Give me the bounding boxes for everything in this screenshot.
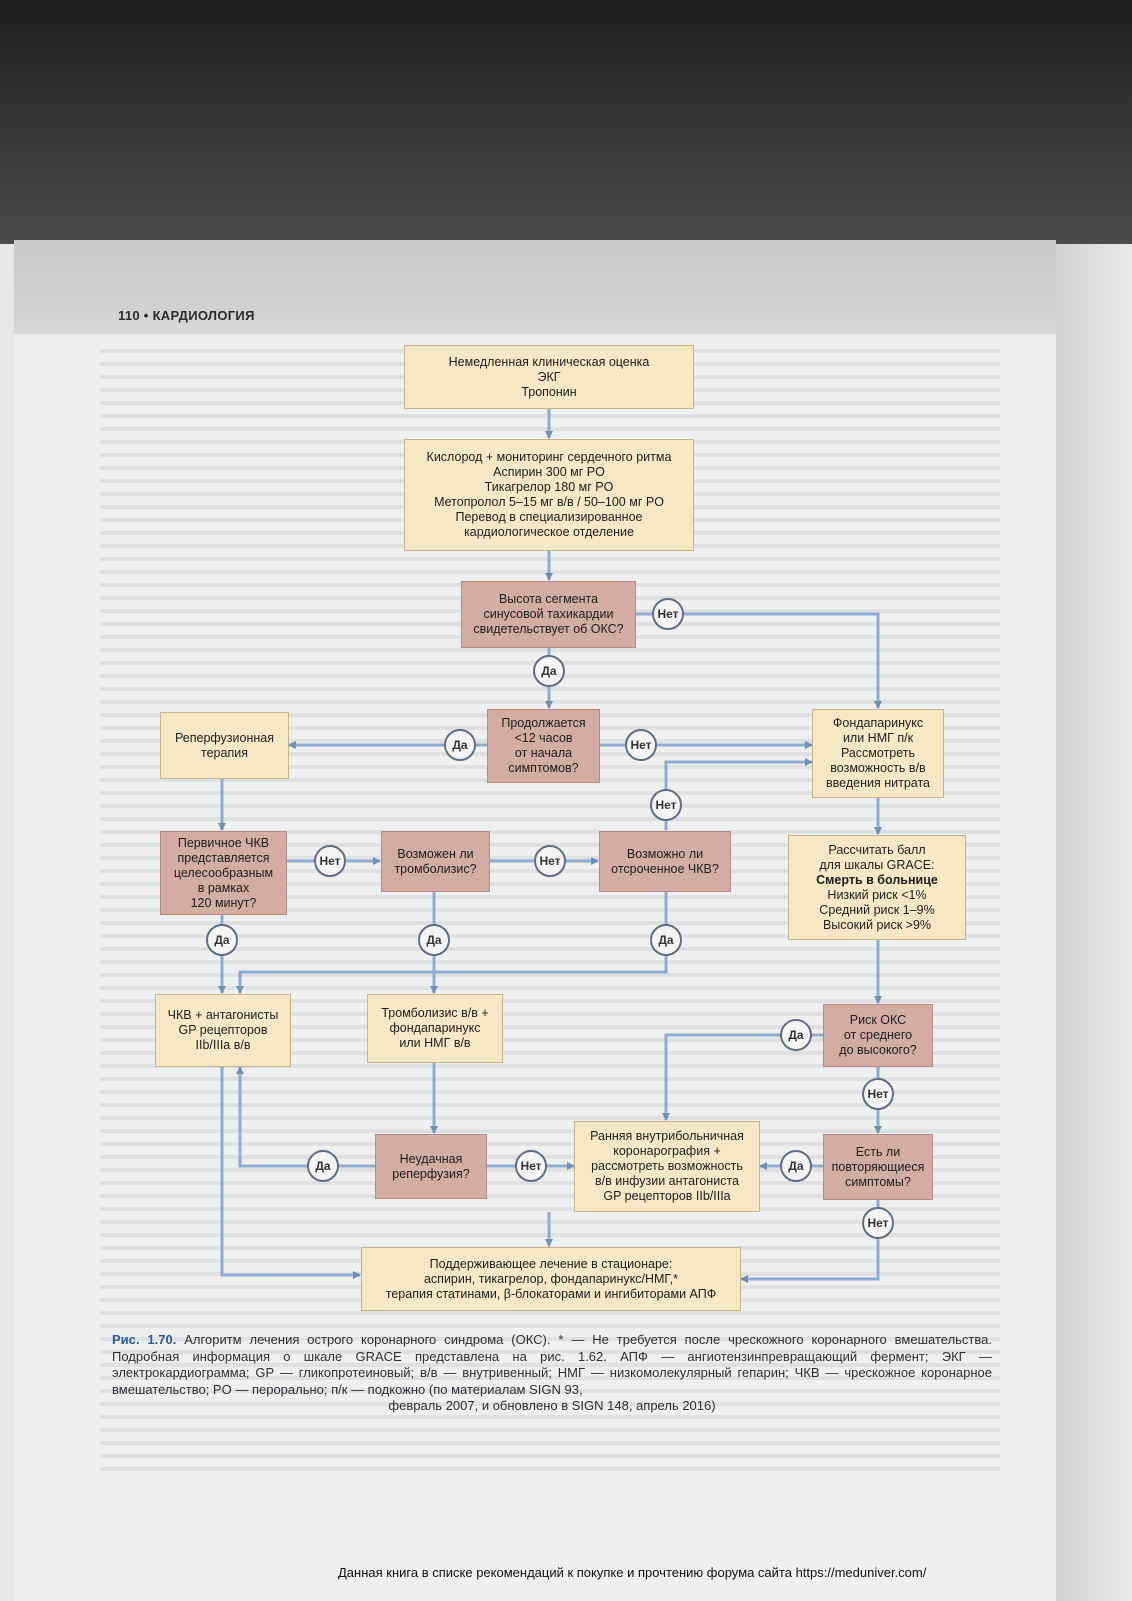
node-immediate-assessment: Немедленная клиническая оценка ЭКГ Тропо… xyxy=(404,345,694,409)
answer-no-thrombolysis: Нет xyxy=(534,845,566,877)
node-primary-pci-question: Первичное ЧКВ представляется целесообраз… xyxy=(160,831,287,915)
answer-yes-thrombolysis: Да xyxy=(418,924,450,956)
answer-yes-st-elevation: Да xyxy=(533,655,565,687)
node-recurrent-symptoms-question: Есть ли повторяющиеся симптомы? xyxy=(823,1134,933,1200)
answer-yes-under-12h: Да xyxy=(444,729,476,761)
node-st-elevation-question: Высота сегмента синусовой тахикардии сви… xyxy=(461,581,636,648)
page-number: 110 xyxy=(118,308,140,323)
answer-no-recurrent: Нет xyxy=(862,1207,894,1239)
answer-yes-recurrent: Да xyxy=(780,1150,812,1182)
answer-yes-failed-reperfusion: Да xyxy=(307,1150,339,1182)
arrow-delayed-pci-yes-to-pci-gp xyxy=(236,892,668,994)
arrow-acs-risk-yes-to-angiography xyxy=(662,1033,823,1121)
answer-no-primary-pci: Нет xyxy=(314,845,346,877)
arrow-failed-reperfusion-yes-to-pci-gp xyxy=(236,1066,375,1168)
caption-last-line: февраль 2007, и обновлено в SIGN 148, ап… xyxy=(388,1398,716,1413)
grace-bold: Смерть в больнице xyxy=(816,872,938,887)
caption-text: Алгоритм лечения острого коронарного син… xyxy=(112,1332,992,1397)
answer-yes-delayed-pci: Да xyxy=(650,924,682,956)
answer-no-acs-risk: Нет xyxy=(862,1078,894,1110)
node-thrombolysis-question: Возможен ли тромболизис? xyxy=(381,831,490,892)
running-header-band xyxy=(14,240,1056,334)
figure-caption: Рис. 1.70. Алгоритм лечения острого коро… xyxy=(112,1332,992,1415)
node-supportive-care: Поддерживающее лечение в стационаре: асп… xyxy=(361,1247,741,1311)
node-fondaparinux-lmwh: Фондапаринукс или НМГ п/к Рассмотреть во… xyxy=(812,709,944,798)
running-head: 110 • КАРДИОЛОГИЯ xyxy=(118,308,255,323)
answer-no-under-12h: Нет xyxy=(625,729,657,761)
arrow-pci-gp-to-supportive xyxy=(220,1067,361,1279)
node-thrombolysis-iv: Тромболизис в/в + фондапаринукс или НМГ … xyxy=(367,994,503,1063)
arrow-st-no-to-fondaparinux xyxy=(636,612,882,709)
node-initial-treatment: Кислород + мониторинг сердечного ритма А… xyxy=(404,439,694,551)
node-reperfusion-therapy: Реперфузионная терапия xyxy=(160,712,289,779)
bullet-separator: • xyxy=(143,308,153,323)
node-failed-reperfusion-question: Неудачная реперфузия? xyxy=(375,1134,487,1199)
caption-label: Рис. 1.70. xyxy=(112,1332,177,1347)
node-early-angiography: Ранняя внутрибольничная коронарография +… xyxy=(574,1121,760,1212)
scan-page-edge xyxy=(1050,244,1132,1601)
footer-note: Данная книга в списке рекомендаций к пок… xyxy=(338,1565,927,1580)
answer-yes-primary-pci: Да xyxy=(206,924,238,956)
section-title: КАРДИОЛОГИЯ xyxy=(152,308,255,323)
scan-dark-top xyxy=(0,0,1132,244)
arrow-recurrent-no-to-supportive xyxy=(740,1200,880,1283)
node-acs-risk-question: Риск ОКС от среднего до высокого? xyxy=(823,1004,933,1067)
node-pci-gp-antagonists: ЧКВ + антагонисты GP рецепторов IIb/IIIa… xyxy=(155,994,291,1067)
node-under-12h-question: Продолжается <12 часов от начала симптом… xyxy=(487,709,600,783)
grace-risks: Низкий риск <1% Средний риск 1–9% Высоки… xyxy=(819,887,935,932)
node-delayed-pci-question: Возможно ли отсроченное ЧКВ? xyxy=(599,831,731,892)
answer-no-delayed-pci: Нет xyxy=(650,789,682,821)
answer-no-failed-reperfusion: Нет xyxy=(515,1150,547,1182)
node-grace-score: Рассчитать балл для шкалы GRACE: Смерть … xyxy=(788,835,966,940)
answer-no-st-elevation: Нет xyxy=(652,598,684,630)
arrow-delayed-pci-no-to-fondaparinux xyxy=(664,758,813,830)
answer-yes-acs-risk: Да xyxy=(780,1019,812,1051)
grace-title: Рассчитать балл для шкалы GRACE: xyxy=(819,842,935,872)
